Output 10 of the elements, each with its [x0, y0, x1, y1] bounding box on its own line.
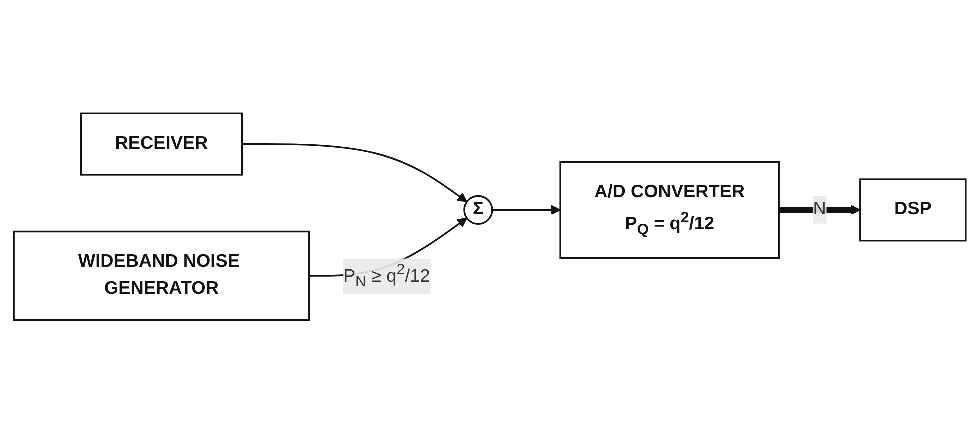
node-circle: Σ: [464, 195, 494, 226]
node-box: A/D CONVERTER P$_{Q}$ = q$^{2}$/12: [560, 161, 780, 260]
edge-label: N: [813, 200, 826, 220]
arrow: [492, 205, 561, 216]
node-box: RECEIVER: [80, 112, 244, 176]
node-box: DSP: [860, 178, 967, 242]
arrow: [779, 205, 861, 216]
node-box: WIDEBAND NOISE GENERATOR: [13, 230, 310, 322]
edge-label: P$_{N}$ ≥ q$^{2}$/12: [343, 261, 430, 290]
arrow: [242, 143, 468, 202]
